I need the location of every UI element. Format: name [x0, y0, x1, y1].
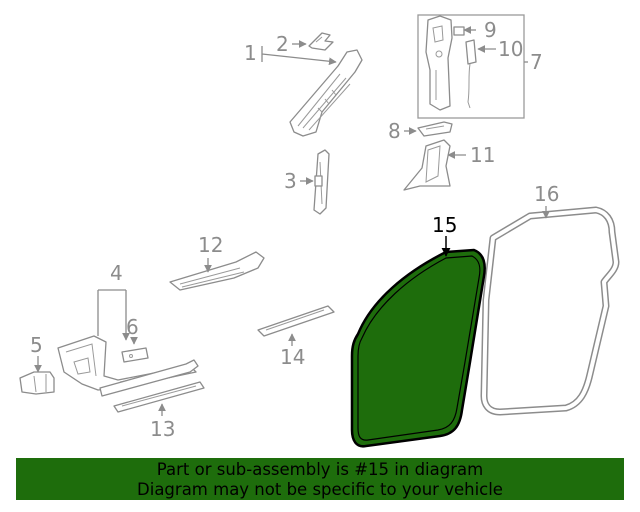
- part-10-harness: [465, 39, 477, 65]
- part-13-sill-plate: [113, 381, 205, 413]
- callout-9: 9: [484, 18, 497, 42]
- callout-4: 4: [110, 261, 123, 285]
- callout-12: 12: [198, 233, 223, 257]
- part-8-bracket: [417, 121, 453, 137]
- part-4-rocker-trim: [57, 335, 199, 397]
- part-2-clip: [308, 32, 334, 51]
- leader-lines: [34, 26, 550, 416]
- part-3-pillar-strip: [313, 149, 330, 215]
- part-12-scuff-plate: [169, 251, 265, 291]
- callout-1: 1: [244, 41, 257, 65]
- callout-5: 5: [30, 333, 43, 357]
- callout-11: 11: [470, 143, 495, 167]
- part-5-bracket: [19, 371, 55, 395]
- callout-15: 15: [432, 213, 457, 237]
- part-6-clip: [121, 347, 149, 363]
- callout-8: 8: [388, 119, 401, 143]
- callout-7: 7: [530, 50, 543, 74]
- callout-2: 2: [276, 32, 289, 56]
- part-11-lower-trim: [403, 139, 451, 191]
- callout-14: 14: [280, 345, 305, 369]
- parts-diagram: 1 2 3 4 5 6 7 8 9 10 11 12 13 14 15 16: [19, 14, 620, 448]
- part-15-highlighted: [350, 248, 486, 448]
- part-9-clip: [453, 26, 465, 36]
- banner-line-1: Part or sub-assembly is #15 in diagram: [156, 460, 484, 479]
- callout-13: 13: [150, 417, 175, 441]
- part-16-weatherstrip: [480, 206, 620, 416]
- part-14-sill-trim: [257, 305, 335, 337]
- part-7-subassembly: [417, 14, 525, 119]
- callout-6: 6: [126, 315, 139, 339]
- banner-line-2: Diagram may not be specific to your vehi…: [137, 480, 503, 499]
- callout-16: 16: [534, 182, 559, 206]
- info-banner: Part or sub-assembly is #15 in diagram D…: [16, 458, 624, 500]
- part-1-pillar-garnish: [289, 49, 363, 137]
- callout-10: 10: [498, 37, 523, 61]
- callout-3: 3: [284, 169, 297, 193]
